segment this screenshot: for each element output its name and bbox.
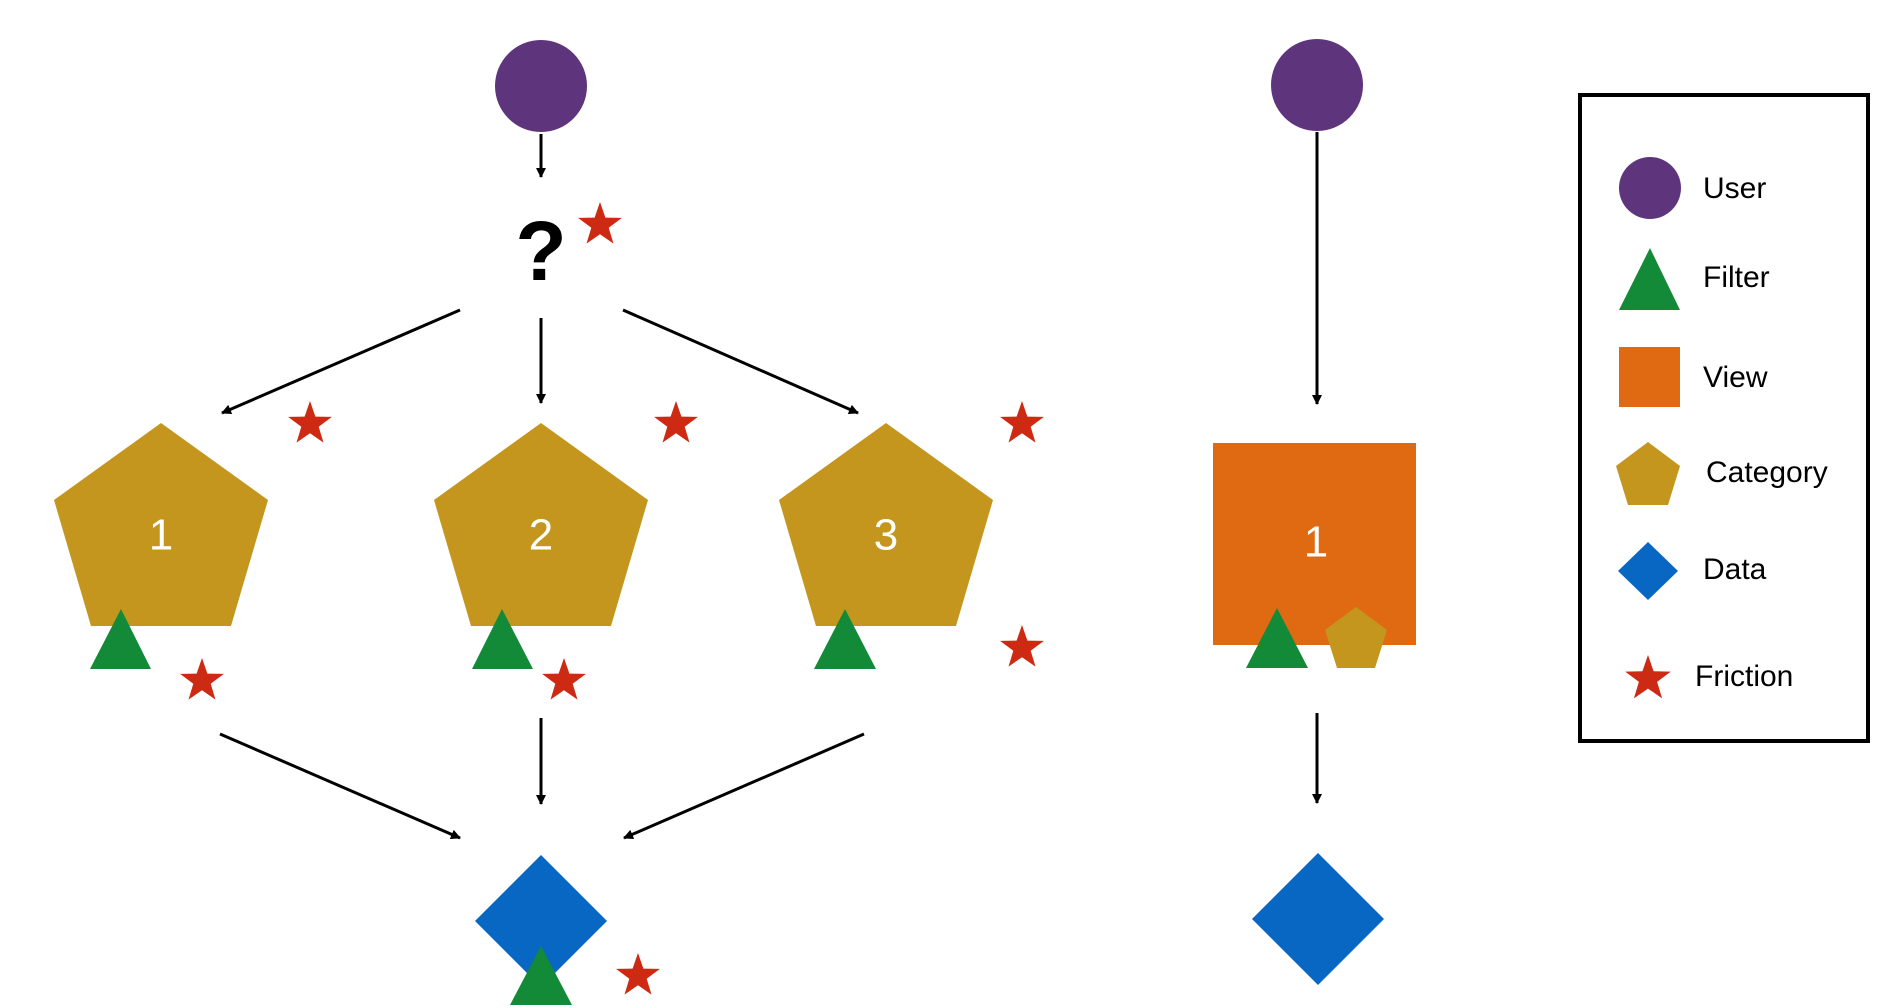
category-pentagon-icon <box>54 423 268 626</box>
friction-star-icon <box>288 401 332 443</box>
legend-box <box>1578 93 1870 743</box>
legend-user-icon <box>1619 157 1681 219</box>
question-mark-icon: ? <box>515 204 566 298</box>
filter-triangle-icon <box>472 609 533 669</box>
legend-category-icon <box>1616 442 1680 505</box>
legend-label: Data <box>1703 553 1767 586</box>
filter-triangle-icon <box>90 609 151 669</box>
category-pentagon-icon <box>434 423 648 626</box>
friction-star-icon <box>578 202 622 244</box>
user-icon <box>495 40 587 132</box>
category-pentagon-icon <box>1325 607 1387 668</box>
category-3: 3 <box>779 423 1044 669</box>
legend-view-icon <box>1619 347 1680 407</box>
arrow <box>623 732 865 840</box>
arrow <box>219 732 461 840</box>
data-diamond-icon <box>1252 853 1384 985</box>
view-square-icon <box>1213 443 1416 645</box>
filter-triangle-icon <box>1246 608 1308 668</box>
left-flow: ? 1 2 3 <box>54 40 1044 1005</box>
category-1: 1 <box>54 423 268 700</box>
view-label: 1 <box>1304 518 1328 567</box>
friction-star-icon <box>180 658 224 700</box>
friction-star-icon <box>654 401 698 443</box>
legend-data-icon <box>1618 542 1678 600</box>
friction-star-icon <box>1000 625 1044 667</box>
filter-triangle-icon <box>510 946 572 1005</box>
data-diamond-icon <box>475 855 607 987</box>
legend-label: Friction <box>1695 660 1793 693</box>
friction-star-icon <box>542 658 586 700</box>
arrow <box>221 308 461 415</box>
friction-star-icon <box>616 953 660 995</box>
view-1: 1 <box>1213 443 1416 668</box>
legend-label: View <box>1703 361 1768 394</box>
category-label: 3 <box>874 511 898 560</box>
category-label: 1 <box>149 511 173 560</box>
friction-star-icon <box>1000 401 1044 443</box>
category-label: 2 <box>529 511 553 560</box>
legend-label: Filter <box>1703 261 1770 294</box>
category-pentagon-icon <box>779 423 993 626</box>
legend: User Filter View Category Data Friction <box>1578 93 1870 743</box>
legend-filter-icon <box>1619 248 1680 310</box>
category-2: 2 <box>434 423 648 700</box>
filter-triangle-icon <box>814 609 876 669</box>
user-icon <box>1271 39 1363 131</box>
arrow <box>622 308 859 415</box>
legend-label: Category <box>1706 456 1828 489</box>
legend-label: User <box>1703 172 1766 205</box>
legend-friction-icon <box>1625 655 1671 699</box>
left-data <box>475 855 660 1005</box>
right-flow: 1 <box>1213 39 1416 985</box>
